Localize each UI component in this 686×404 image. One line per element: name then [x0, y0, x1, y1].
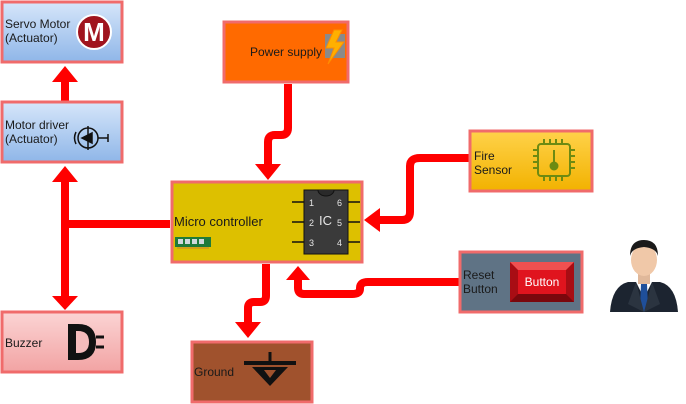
- connector-driver-to-servo: [52, 66, 78, 102]
- power-supply-node[interactable]: [222, 20, 350, 84]
- buzzer-icon: [68, 324, 104, 360]
- reset-button-node[interactable]: [458, 250, 584, 314]
- power-supply-label: Power supply: [250, 45, 323, 59]
- ground-label: Ground: [194, 365, 235, 379]
- ground-node[interactable]: [190, 340, 314, 404]
- chip-icon: [533, 139, 575, 181]
- connector-fire-sensor-to-ic: [364, 154, 470, 232]
- ic-chip: [292, 189, 360, 255]
- push-button-icon[interactable]: [510, 262, 574, 302]
- micro-controller-label: Micro controller: [174, 214, 263, 229]
- motor-driver-node[interactable]: [0, 100, 124, 164]
- push-button-label[interactable]: Button: [524, 275, 560, 289]
- ic-pin-3: 3: [309, 238, 315, 248]
- buzzer-label: Buzzer: [5, 336, 43, 350]
- motor-driver-icon: [73, 126, 109, 150]
- connector-mc-to-motor-driver: [52, 166, 78, 224]
- servo-motor-node[interactable]: M: [0, 0, 124, 64]
- connector-power-to-mc: [255, 84, 292, 180]
- buzzer-node[interactable]: [0, 310, 124, 374]
- ic-label: IC: [319, 213, 332, 228]
- connector-mc-to-buzzer: [52, 220, 170, 310]
- ic-pin-5: 5: [337, 218, 343, 228]
- ic-pin-1: 1: [309, 198, 315, 208]
- reset-button-label: Reset Button: [463, 268, 498, 296]
- fire-sensor-node[interactable]: [468, 129, 594, 193]
- ground-icon: [244, 352, 296, 386]
- ic-pin-2: 2: [309, 218, 315, 228]
- connector-reset-to-ic: [286, 266, 460, 298]
- lightning-icon: [325, 29, 345, 65]
- connector-mc-to-ground: [235, 264, 270, 338]
- ic-pin-4: 4: [337, 238, 343, 248]
- svg-text:M: M: [83, 17, 105, 47]
- ic-pin-6: 6: [337, 198, 343, 208]
- motor-icon: M: [76, 14, 112, 50]
- user-icon: [610, 240, 678, 312]
- motor-driver-label: Motor driver (Actuator): [5, 118, 70, 146]
- memory-module-icon: [175, 237, 211, 249]
- servo-motor-label: Servo Motor (Actuator): [5, 17, 71, 45]
- fire-sensor-label: Fire Sensor: [474, 149, 513, 177]
